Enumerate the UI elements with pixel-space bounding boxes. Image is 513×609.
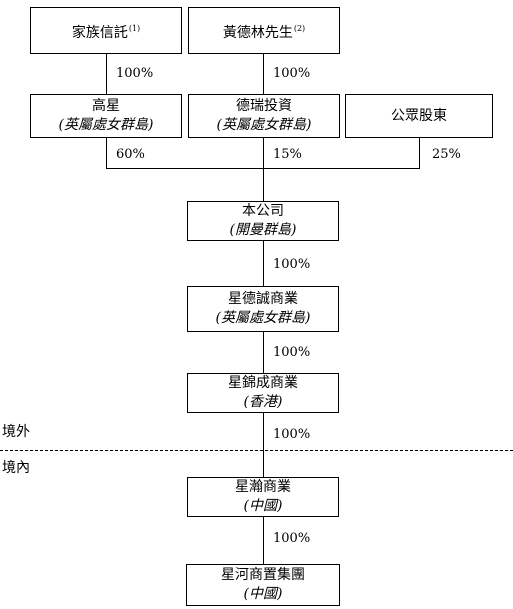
entity-gaoxing: 高星 (英屬處女群島) <box>30 94 182 138</box>
entity-company: 本公司 (開曼群島) <box>187 201 339 241</box>
pct-xingjincheng-xinghan: 100% <box>273 427 311 442</box>
entity-xingjincheng-name: 星錦成商業 <box>228 375 298 391</box>
zone-label-offshore: 境外 <box>2 424 30 440</box>
entity-derui: 德瑞投資 (英屬處女群島) <box>188 94 340 138</box>
pct-derui-share: 15% <box>273 147 302 162</box>
line-trust-gaoxing <box>106 54 107 94</box>
entity-xingdecheng-place: (英屬處女群島) <box>215 310 311 326</box>
entity-xingjincheng-place: (香港) <box>243 394 283 410</box>
entity-family-trust: 家族信託(1) <box>30 7 182 54</box>
entity-xinghan-name: 星瀚商業 <box>235 479 291 495</box>
entity-derui-place: (英屬處女群島) <box>216 117 312 133</box>
entity-public-shareholders: 公眾股東 <box>345 94 493 138</box>
entity-mr-huang: 黃德林先生(2) <box>188 7 340 54</box>
pct-company-xingdecheng: 100% <box>273 257 311 272</box>
offshore-onshore-divider <box>0 450 513 451</box>
entity-xingjincheng: 星錦成商業 (香港) <box>187 373 339 413</box>
line-main-trunk <box>263 138 264 564</box>
pct-trust-gaoxing: 100% <box>116 66 154 81</box>
pct-xingdecheng-xingjincheng: 100% <box>273 345 311 360</box>
entity-gaoxing-place: (英屬處女群島) <box>58 117 154 133</box>
entity-public-name: 公眾股東 <box>391 107 447 124</box>
entity-xinghe: 星河商置集團 (中國) <box>186 564 340 606</box>
entity-xinghan: 星瀚商業 (中國) <box>187 477 339 517</box>
pct-gaoxing-share: 60% <box>116 147 145 162</box>
entity-derui-name: 德瑞投資 <box>236 98 292 114</box>
line-gaoxing-down <box>106 138 107 168</box>
pct-public-share: 25% <box>432 147 461 162</box>
pct-huang-derui: 100% <box>273 66 311 81</box>
line-huang-derui <box>263 54 264 94</box>
footnote-marker: (1) <box>128 23 141 33</box>
entity-gaoxing-name: 高星 <box>92 98 120 114</box>
entity-company-place: (開曼群島) <box>229 222 297 238</box>
line-public-down <box>419 138 420 168</box>
entity-company-name: 本公司 <box>242 203 284 219</box>
entity-xinghe-place: (中國) <box>243 586 283 602</box>
entity-family-trust-name: 家族信託(1) <box>71 23 141 41</box>
entity-xingdecheng-name: 星德誠商業 <box>228 291 298 307</box>
entity-xinghe-name: 星河商置集團 <box>221 567 305 583</box>
entity-mr-huang-name: 黃德林先生(2) <box>222 23 306 41</box>
entity-xingdecheng: 星德誠商業 (英屬處女群島) <box>187 286 339 332</box>
entity-xinghan-place: (中國) <box>243 498 283 514</box>
footnote-marker: (2) <box>293 23 306 33</box>
zone-label-onshore: 境內 <box>2 460 30 476</box>
pct-xinghan-xinghe: 100% <box>273 531 311 546</box>
